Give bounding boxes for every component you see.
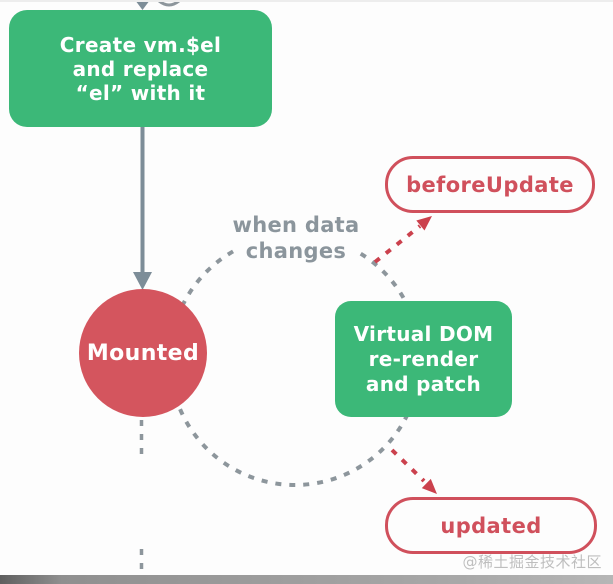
create-el-line: and replace (72, 56, 209, 81)
mounted-node: Mounted (79, 289, 207, 417)
updated-node: updated (385, 497, 597, 554)
arrow-loop-to-updated-head-icon (421, 478, 437, 494)
when-data-changes-line: when data (232, 213, 360, 237)
create-el-line: “el” with it (75, 80, 206, 105)
create-el-line: Create vm.$el (59, 32, 222, 57)
arrow-create-el-to-mounted-head-icon (133, 272, 152, 290)
create-el-node: Create vm.$el and replace “el” with it (9, 10, 272, 127)
arrow-loop-to-before-update (373, 224, 422, 264)
loop-label-gap (238, 200, 358, 266)
watermark: @稀土掘金技术社区 (462, 553, 602, 571)
when-data-changes-label: when data changes (201, 212, 391, 264)
virtual-dom-line: re-render (368, 346, 479, 371)
top-edge-line (0, 0, 613, 2)
virtual-dom-line: and patch (365, 371, 482, 396)
when-data-changes-line: changes (245, 239, 347, 263)
before-update-label: beforeUpdate (406, 172, 574, 197)
arrow-loop-to-before-update-head-icon (416, 216, 432, 231)
updated-label: updated (440, 513, 542, 538)
mounted-label: Mounted (86, 340, 200, 366)
bottom-bar (0, 575, 613, 584)
virtual-dom-node: Virtual DOM re-render and patch (335, 301, 512, 417)
top-cropped-arrowhead-icon (135, 0, 150, 10)
top-cropped-circle-arc (158, 0, 180, 7)
before-update-node: beforeUpdate (385, 156, 595, 213)
virtual-dom-line: Virtual DOM (353, 321, 494, 346)
arrow-loop-to-updated (390, 448, 426, 483)
